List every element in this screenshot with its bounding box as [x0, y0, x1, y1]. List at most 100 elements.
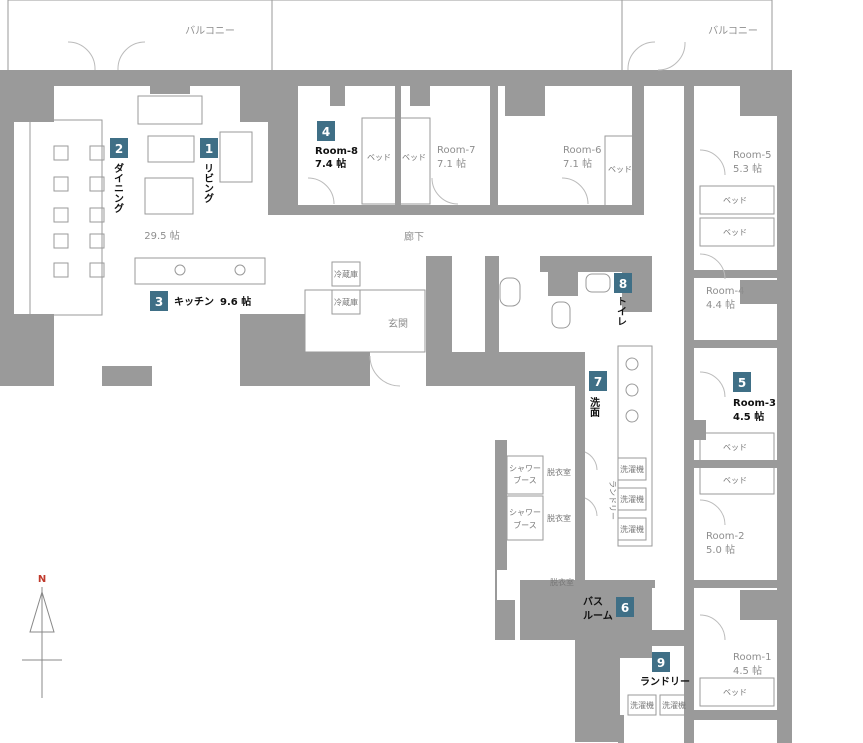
chair [89, 145, 105, 161]
chair [89, 262, 105, 278]
shower-booth [506, 495, 544, 541]
washer-label: 洗濯機 [662, 700, 686, 710]
room-8-toilet[interactable]: 8 トイレ [614, 273, 632, 326]
fridge-label: 冷蔵庫 [334, 297, 358, 307]
washer-label: 洗濯機 [630, 700, 654, 710]
toilet [551, 301, 571, 329]
room-7-washroom[interactable]: 7 洗面 [588, 371, 608, 418]
walls [0, 70, 792, 743]
bed [361, 117, 397, 205]
svg-text:Room-8: Room-8 [315, 146, 358, 157]
svg-text:洗面: 洗面 [588, 396, 600, 418]
svg-text:9: 9 [657, 656, 665, 670]
bed-label: ベッド [723, 443, 747, 452]
bed-label: ベッド [723, 196, 747, 205]
tv-stand [144, 177, 194, 215]
washer [659, 694, 689, 716]
room-7-label: Room-7 7.1 帖 [437, 145, 475, 170]
room-6-bathroom[interactable]: 6 バス ルーム [583, 596, 634, 622]
bed-label: ベッド [723, 476, 747, 485]
bed [699, 677, 775, 707]
svg-text:9.6 帖: 9.6 帖 [220, 295, 251, 308]
svg-text:7.1 帖: 7.1 帖 [437, 157, 466, 170]
svg-text:8: 8 [619, 277, 627, 291]
washer-label: 洗濯機 [620, 464, 644, 474]
dining-table [29, 119, 103, 316]
entrance-floor [304, 289, 426, 353]
svg-text:ランドリー: ランドリー [640, 676, 690, 688]
lounge-area-label: 29.5 帖 [144, 229, 179, 242]
svg-text:Room-6: Room-6 [563, 145, 601, 156]
bed-label: ベッド [723, 688, 747, 697]
room-9-laundry[interactable]: 9 ランドリー [640, 652, 690, 688]
bathtub [611, 591, 639, 625]
svg-text:4.5 帖: 4.5 帖 [733, 664, 762, 677]
svg-text:Room-2: Room-2 [706, 531, 744, 542]
svg-text:4.5 帖: 4.5 帖 [733, 410, 764, 423]
room-1-living[interactable]: 1 リビング [200, 138, 218, 204]
toilet [585, 273, 611, 293]
hall-label: 廊下 [404, 230, 424, 243]
svg-text:7.1 帖: 7.1 帖 [563, 157, 592, 170]
svg-text:バス: バス [583, 596, 603, 608]
balcony-west-label: バルコニー [185, 25, 235, 37]
bed [699, 185, 775, 215]
room-6-label: Room-6 7.1 帖 [563, 145, 601, 170]
svg-text:5: 5 [738, 376, 746, 390]
room-3[interactable]: 5 Room-3 4.5 帖 [733, 372, 776, 423]
washer [617, 517, 647, 541]
bed [699, 465, 775, 495]
toilet [499, 277, 521, 307]
svg-text:シャワー: シャワー [509, 508, 541, 517]
svg-text:7: 7 [594, 375, 602, 389]
kitchen-counter [134, 257, 266, 285]
svg-text:Room-3: Room-3 [733, 398, 776, 409]
bed-label: ベッド [367, 153, 391, 162]
coffee-table [147, 135, 195, 163]
svg-text:3: 3 [155, 295, 163, 309]
svg-text:ダイニング: ダイニング [112, 162, 124, 214]
dressing-label: 脱衣室 [547, 513, 571, 523]
chair [89, 207, 105, 223]
shower-label: シャワー [509, 464, 541, 473]
entrance-label: 玄関 [388, 317, 408, 330]
svg-text:トイレ: トイレ [615, 296, 627, 326]
bed-label: ベッド [723, 228, 747, 237]
washer-label: 洗濯機 [620, 524, 644, 534]
bed [699, 217, 775, 247]
laundry-area-label: ランドリー [608, 480, 617, 520]
chair [53, 145, 69, 161]
balcony-east: バルコニー [621, 0, 773, 73]
balcony-center [271, 0, 623, 73]
svg-text:キッチン: キッチン [174, 296, 214, 308]
dressing-label: 脱衣室 [550, 577, 574, 587]
washbasin-counter [617, 345, 653, 547]
bed [604, 135, 636, 207]
svg-text:7.4 帖: 7.4 帖 [315, 157, 346, 170]
washer [627, 694, 657, 716]
armchair [219, 131, 253, 183]
chair [89, 233, 105, 249]
room-2-dining[interactable]: 2 ダイニング [110, 138, 128, 214]
room-3-kitchen[interactable]: 3 キッチン 9.6 帖 [150, 291, 251, 311]
balcony-west: バルコニー [7, 0, 273, 73]
svg-text:Room-1: Room-1 [733, 652, 771, 663]
bed [699, 432, 775, 462]
room-2-label: Room-2 5.0 帖 [706, 531, 744, 556]
bed-label: ベッド [402, 153, 426, 162]
svg-text:1: 1 [205, 142, 213, 156]
chair [53, 233, 69, 249]
svg-text:4: 4 [322, 125, 330, 139]
svg-text:5.0 帖: 5.0 帖 [706, 543, 735, 556]
washer [617, 457, 647, 481]
washer [617, 487, 647, 511]
bed [397, 117, 431, 205]
dressing-label: 脱衣室 [547, 467, 571, 477]
svg-text:ブース: ブース [513, 520, 537, 530]
chair [53, 176, 69, 192]
balcony-east-label: バルコニー [708, 25, 758, 37]
svg-text:Room-7: Room-7 [437, 145, 475, 156]
svg-text:ブース: ブース [513, 475, 537, 485]
room-8[interactable]: 4 Room-8 7.4 帖 [315, 121, 358, 170]
